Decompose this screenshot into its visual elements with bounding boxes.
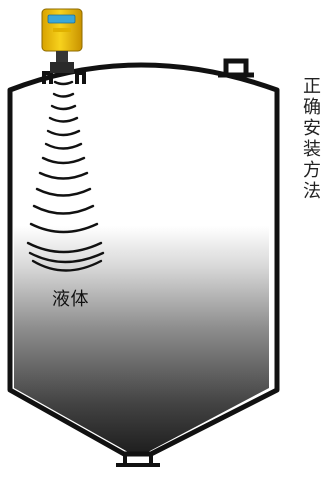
ultrasonic-wave-icon (26, 80, 105, 272)
outlet-flange-icon (116, 454, 160, 467)
liquid-fill (14, 226, 269, 452)
vertical-installation-title: 正确安装方法 (303, 76, 321, 202)
top-flange-icon (218, 58, 254, 78)
sensor-mount (42, 71, 86, 84)
tank (7, 62, 280, 457)
liquid-label: 液体 (52, 289, 89, 310)
tank-outline (7, 62, 280, 457)
ultrasonic-level-transmitter-icon (41, 8, 83, 73)
